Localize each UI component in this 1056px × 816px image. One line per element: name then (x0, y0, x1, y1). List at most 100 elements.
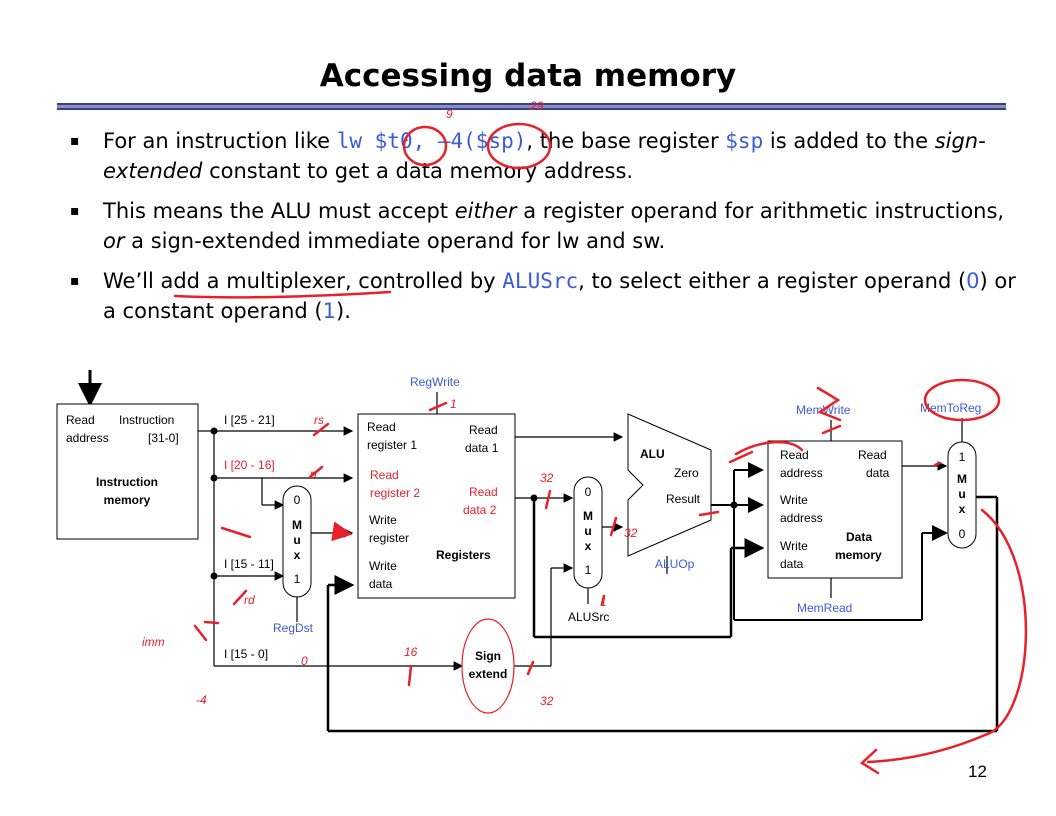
instruction-memory (56, 403, 199, 540)
anno-32-alusrc: 32 (540, 471, 554, 485)
bullet-text-run: ) or a constant operand ( (103, 269, 1016, 323)
alu-name: ALU (640, 447, 665, 461)
bullet-text-run: constant to get a data memory address. (202, 159, 634, 183)
instr-mem-read-label: Read (66, 413, 95, 427)
data-memory (767, 440, 903, 579)
anno-32-alu: 32 (624, 526, 638, 540)
bullet-square-icon: ▪ (70, 133, 80, 149)
alusrc-mux-in1: 1 (585, 563, 592, 577)
aluop-label: ALUOp (655, 557, 695, 571)
bullet-text-run: For an instruction like (103, 129, 337, 153)
read-data-2-l2: data 2 (463, 503, 497, 517)
bullet-text-run: ALUSrc (502, 269, 579, 293)
bullet-text-run: either (454, 199, 517, 223)
bullet-list: ▪For an instruction like lw $t0, –4($sp)… (70, 126, 1020, 336)
regdst-mux-in1: 1 (294, 572, 301, 586)
field-imm-label: I [15 - 0] (224, 647, 268, 661)
bullet-text-run: or (103, 229, 125, 253)
bullet-item: ▪This means the ALU must accept either a… (70, 196, 1020, 256)
read-register-2-l1: Read (370, 468, 399, 482)
bullet-square-icon: ▪ (70, 203, 80, 219)
read-data-1-l2: data 1 (465, 441, 499, 455)
write-data-l1: Write (369, 559, 397, 573)
regwrite-label: RegWrite (410, 375, 460, 389)
bullet-text-run: 0 (966, 269, 980, 293)
anno-neg4: -4 (196, 693, 207, 707)
alusrc-mux (573, 476, 603, 589)
register-file (357, 413, 516, 599)
regdst-label: RegDst (273, 621, 314, 635)
dm-write-address-l2: address (780, 511, 823, 525)
memtoreg-mux-x: x (959, 502, 966, 516)
bullet-text-run: $sp (725, 129, 764, 153)
read-register-1-l2: register 1 (367, 438, 417, 452)
bullet-text-run: a sign-extended immediate operand for lw… (124, 229, 666, 253)
anno-32-signext: 32 (540, 694, 554, 708)
field-rs-label: I [25 - 21] (224, 413, 275, 427)
slide-title: Accessing data memory (319, 58, 737, 94)
anno-one-regwrite: 1 (450, 397, 457, 411)
anno-imm: imm (142, 635, 165, 649)
alusrc-mux-m: M (583, 509, 593, 523)
alusrc-mux-u: u (584, 524, 591, 538)
read-data-2-l1: Read (469, 485, 498, 499)
anno-sixteen: 16 (404, 645, 418, 659)
bullet-text-run: , the base register (526, 129, 726, 153)
alu-result-label: Result (666, 492, 701, 506)
dm-read-data-l1: Read (858, 448, 887, 462)
dm-write-data-l1: Write (780, 539, 808, 553)
read-register-2-l2: register 2 (370, 486, 420, 500)
dm-read-address-l1: Read (780, 448, 809, 462)
bullet-text-run: We’ll add a multiplexer, controlled by (103, 269, 503, 293)
sign-extend-l1: Sign (475, 649, 501, 663)
regdst-mux (282, 485, 312, 598)
bullet-text-run: ). (336, 299, 351, 323)
memtoreg-mux (947, 441, 977, 549)
dm-name-l1: Data (846, 530, 872, 544)
bullet-text-run: sign-extended (103, 129, 986, 183)
field-rt-label: I [20 - 16] (224, 458, 275, 472)
memtoreg-label: MemToReg (920, 401, 981, 415)
alusrc-label: ALUSrc (568, 610, 609, 624)
instr-mem-instruction-label: Instruction (119, 413, 174, 427)
instr-mem-bits-label: [31-0] (148, 431, 179, 445)
sign-extend (461, 618, 515, 714)
memtoreg-mux-u: u (958, 487, 965, 501)
bullet-text-run: is added to the (763, 129, 935, 153)
anno-rt: rt (310, 467, 318, 481)
anno-zero: 0 (301, 654, 308, 668)
regdst-mux-x: x (294, 548, 301, 562)
write-register-l1: Write (369, 513, 397, 527)
bullet-square-icon: ▪ (70, 273, 80, 289)
title-rule (57, 103, 1006, 110)
bullet-item: ▪For an instruction like lw $t0, –4($sp)… (70, 126, 1020, 186)
dm-write-data-l2: data (780, 557, 804, 571)
registers-name: Registers (436, 548, 491, 562)
anno-one-alusrc: 1 (600, 595, 607, 609)
field-rd-label: I [15 - 11] (224, 557, 274, 571)
memtoreg-mux-in0: 0 (959, 527, 966, 541)
page-number: 12 (968, 762, 987, 781)
bullet-text-run: a register operand for arithmetic instru… (516, 199, 1005, 223)
bullet-item: ▪We’ll add a multiplexer, controlled by … (70, 266, 1020, 326)
memtoreg-mux-m: M (957, 472, 967, 486)
dm-write-address-l1: Write (780, 493, 808, 507)
regdst-mux-m: M (292, 518, 302, 532)
bullet-text-run: 1 (322, 299, 336, 323)
write-data-l2: data (369, 577, 393, 591)
bullet-text-run: , to select either a register operand ( (578, 269, 967, 293)
write-register-l2: register (369, 531, 409, 545)
instr-mem-name-2: memory (104, 493, 151, 507)
memtoreg-mux-in1: 1 (959, 450, 966, 464)
sign-extend-l2: extend (469, 667, 508, 681)
regdst-mux-u: u (293, 533, 300, 547)
memread-label: MemRead (797, 601, 852, 615)
regdst-mux-in0: 0 (294, 493, 301, 507)
dm-read-address-l2: address (780, 466, 823, 480)
read-register-1-l1: Read (367, 420, 396, 434)
dm-name-l2: memory (835, 548, 882, 562)
instr-mem-name-1: Instruction (96, 475, 158, 489)
alu-zero-label: Zero (674, 466, 699, 480)
anno-rs: rs (314, 413, 324, 427)
